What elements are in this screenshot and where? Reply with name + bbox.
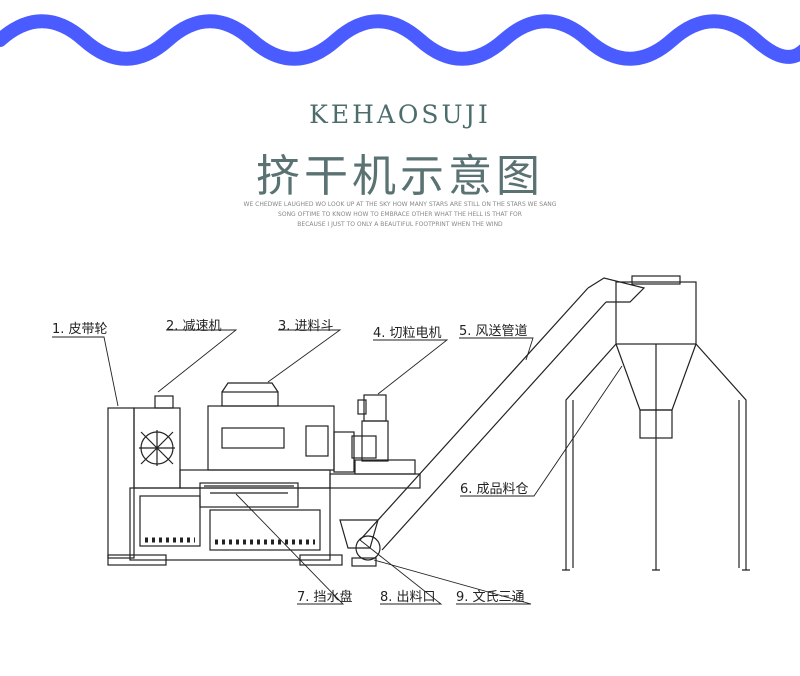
page-title: 挤干机示意图 — [256, 151, 544, 202]
label-air-pipe: 5. 风送管道 — [459, 324, 528, 339]
label-water-tray: 7. 挡水盘 — [297, 590, 353, 605]
venturi-tee — [355, 535, 381, 561]
hopper-top — [221, 382, 279, 393]
label-reducer: 2. 减速机 — [166, 319, 222, 334]
outlet-funnel — [339, 519, 379, 549]
main-body — [207, 405, 335, 471]
decorative-wave — [0, 14, 800, 66]
tagline-line-1: WE CHEDWE LAUGHED WO LOOK UP AT THE SKY … — [243, 201, 557, 208]
pelletizer-motor-body — [363, 394, 387, 422]
cyclone-top — [615, 281, 697, 345]
tagline-line-3: BECAUSE I JUST TO ONLY A BEAUTIFUL FOOTP… — [297, 221, 503, 228]
label-hopper: 3. 进料斗 — [278, 319, 334, 334]
tagline-line-2: SONG OFTIME TO KNOW HOW TO EMBRACE OTHER… — [278, 211, 522, 218]
label-belt-pulley: 1. 皮带轮 — [52, 322, 108, 337]
brand-name: KEHAOSUJI — [309, 100, 491, 129]
base-left-leg — [107, 554, 167, 566]
hopper-body — [221, 391, 279, 407]
label-outlet: 8. 出料口 — [380, 590, 436, 605]
label-tee: 9. 文氏三通 — [456, 590, 525, 605]
label-product-silo: 6. 成品料仓 — [460, 482, 529, 497]
label-pelletizer-motor: 4. 切粒电机 — [373, 326, 442, 341]
conveying-pipe — [359, 287, 607, 551]
base-frame — [129, 487, 331, 561]
